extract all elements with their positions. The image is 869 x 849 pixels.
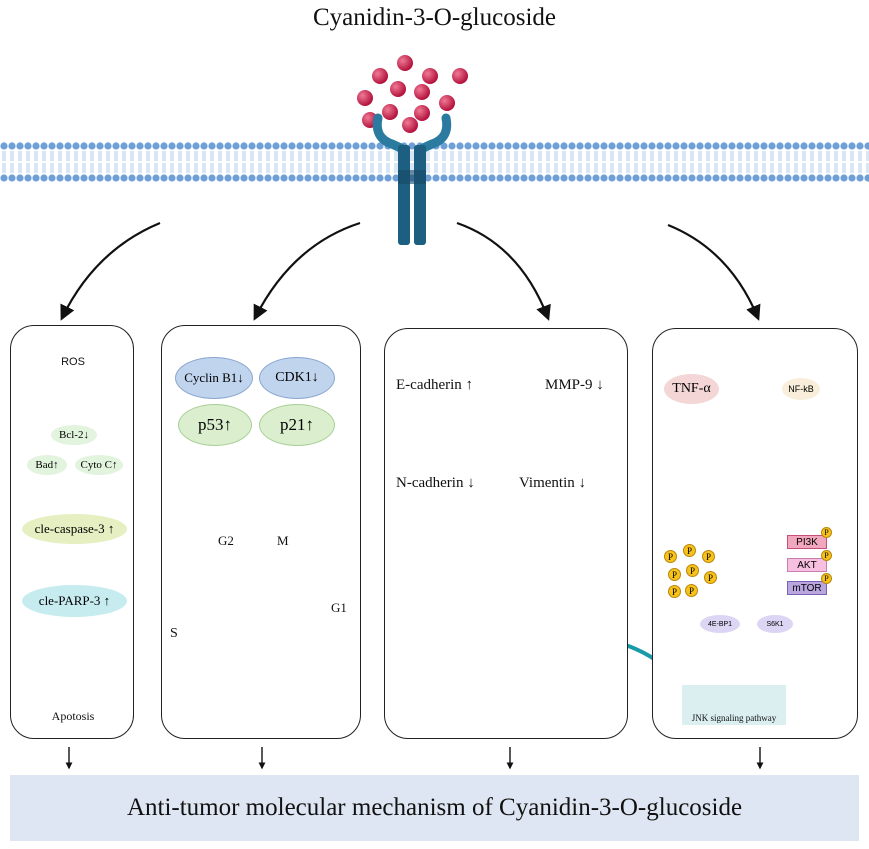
- cell-membrane: [0, 142, 869, 182]
- phosphate-badge: P: [683, 544, 696, 557]
- cyclinb1-node: Cyclin B1↓: [175, 357, 253, 399]
- parp-node: cle-PARP-3 ↑: [22, 585, 127, 617]
- bad-node: Bad↑: [27, 455, 67, 475]
- jnk-pathway-node: JNK signaling pathway: [682, 685, 786, 725]
- mmp9-label: MMP-9 ↓: [545, 377, 604, 393]
- 4ebp1-node: 4E-BP1: [700, 615, 740, 633]
- s6k1-node: S6K1: [757, 615, 793, 633]
- phosphate-badge: P: [821, 550, 832, 561]
- phosphate-badge: P: [686, 564, 699, 577]
- mtor-node: mTOR: [787, 581, 827, 595]
- page-title: Cyanidin-3-O-glucoside: [312, 4, 556, 31]
- phosphate-badge: P: [685, 584, 698, 597]
- g2-label: G2: [218, 533, 234, 548]
- panel-emt: [384, 328, 628, 739]
- phosphate-badge: P: [668, 585, 681, 598]
- caspase-node: cle-caspase-3 ↑: [22, 514, 127, 544]
- p21-node: p21↑: [259, 404, 335, 446]
- phosphate-badge: P: [821, 573, 832, 584]
- bcl2-node: Bcl-2↓: [51, 425, 97, 445]
- tnf-alpha-node: TNF-α: [664, 374, 719, 404]
- ecadherin-label: E-cadherin ↑: [396, 377, 474, 393]
- pi3k-node: PI3K: [787, 535, 827, 549]
- footer-banner: Anti-tumor molecular mechanism of Cyanid…: [10, 775, 859, 841]
- phosphate-badge: P: [702, 550, 715, 563]
- ros-label: ROS: [61, 356, 85, 368]
- m-label: M: [277, 533, 289, 548]
- s-label: S: [170, 626, 178, 641]
- p53-node: p53↑: [178, 404, 252, 446]
- ncadherin-label: N-cadherin ↓: [396, 475, 475, 491]
- phosphate-badge: P: [668, 568, 681, 581]
- akt-node: AKT: [787, 558, 827, 572]
- phosphate-badge: P: [704, 571, 717, 584]
- receptor: [372, 113, 452, 245]
- apoptosis-label: Apotosis: [51, 709, 95, 723]
- vimentin-label: Vimentin ↓: [519, 475, 587, 491]
- cytoc-node: Cyto C↑: [75, 455, 123, 475]
- nfkb-node: NF-kB: [782, 378, 820, 400]
- phosphate-badge: P: [821, 527, 832, 538]
- bottom-arrows: [65, 747, 764, 770]
- panel-cell-cycle: [161, 325, 361, 739]
- g1-label: G1: [331, 600, 347, 615]
- phosphate-badge: P: [664, 550, 677, 563]
- cdk1-node: CDK1↓: [259, 357, 335, 399]
- pathway-arrows: [60, 221, 761, 321]
